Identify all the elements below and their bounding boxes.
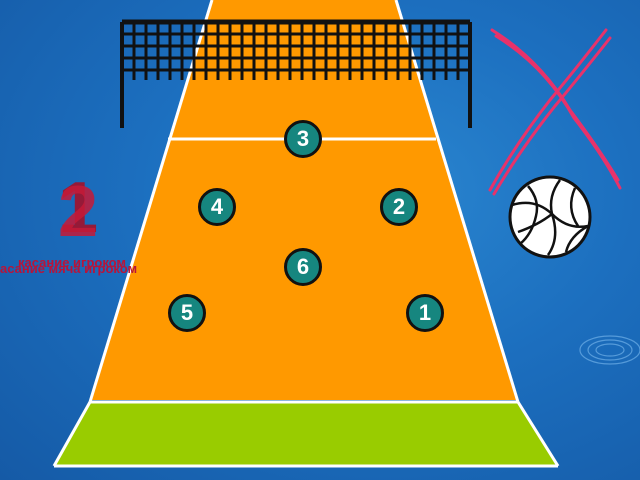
player-zone-2[interactable]: 2 bbox=[380, 188, 418, 226]
court-orange bbox=[92, 0, 516, 400]
volleyball-net-icon bbox=[120, 19, 472, 128]
water-ripple-icon bbox=[579, 335, 640, 365]
player-zone-4[interactable]: 4 bbox=[198, 188, 236, 226]
player-zone-1[interactable]: 1 bbox=[406, 294, 444, 332]
player-zone-3[interactable]: 3 bbox=[284, 120, 322, 158]
overlay-caption-2: асание мяча игроком bbox=[0, 261, 138, 276]
overlay-caption-1: касание игроком bbox=[18, 255, 127, 270]
player-zone-5[interactable]: 5 bbox=[168, 294, 206, 332]
overlay-number-1: 1 bbox=[58, 168, 99, 248]
player-zone-6[interactable]: 6 bbox=[284, 248, 322, 286]
volleyball-ball-icon bbox=[508, 175, 592, 259]
cross-mark-icon bbox=[488, 28, 622, 196]
court-back-zone bbox=[54, 402, 558, 466]
overlay-number-2: 2 bbox=[58, 172, 99, 252]
